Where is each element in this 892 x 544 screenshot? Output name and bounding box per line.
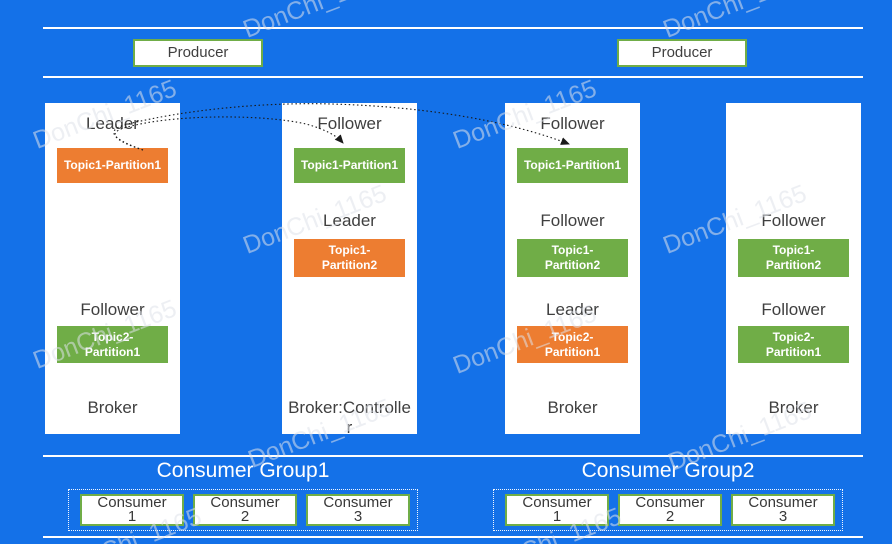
role-label: Follower <box>761 300 826 319</box>
partition-label-line: Topic1-Partition1 <box>300 158 399 172</box>
partition-label-line: Topic2- <box>91 329 134 344</box>
consumer-number: 1 <box>552 508 562 525</box>
consumer-box: Consumer 2 <box>618 494 722 526</box>
role-label: Leader <box>546 300 599 319</box>
partition-label-line: Topic1- <box>772 243 815 257</box>
role-label: Follower <box>540 114 605 133</box>
partition-box-topic1-partition1: Topic1-Partition1 <box>517 148 628 183</box>
consumer-label: Consumer <box>210 494 280 511</box>
producer-box-1: Producer <box>133 39 263 67</box>
watermark: DonChi_1165 <box>659 0 811 44</box>
role-label: Leader <box>86 114 139 133</box>
partition-label-line: Topic1-Partition1 <box>523 158 622 172</box>
consumer-group2-container: Consumer 1 Consumer 2 Consumer 3 <box>493 489 843 531</box>
partition-label-line: Topic1- <box>328 243 371 257</box>
consumer-label: Consumer <box>748 494 818 511</box>
divider-below-producers <box>43 76 863 78</box>
producer-box-2: Producer <box>617 39 747 67</box>
partition-box-topic2-partition1: Topic2- Partition1 <box>517 326 628 363</box>
partition-label-line: Partition2 <box>765 258 822 272</box>
divider-top <box>43 27 863 29</box>
partition-label-line: Partition1 <box>765 344 822 359</box>
partition-box-topic1-partition2: Topic1- Partition2 <box>294 239 405 277</box>
consumer-label: Consumer <box>522 494 592 511</box>
role-label: Follower <box>317 114 382 133</box>
broker-footer-label: Broker <box>87 398 138 417</box>
consumer-number: 3 <box>353 508 363 525</box>
consumer-box: Consumer 3 <box>306 494 410 526</box>
partition-box-topic2-partition1: Topic2- Partition1 <box>738 326 849 363</box>
partition-label-line: Partition1 <box>544 344 601 359</box>
broker-footer-label: Broker:Controller <box>288 398 411 437</box>
consumer-number: 1 <box>127 508 137 525</box>
consumer-box: Consumer 1 <box>80 494 184 526</box>
consumer-label: Consumer <box>323 494 393 511</box>
consumer-box: Consumer 1 <box>505 494 609 526</box>
role-label: Leader <box>323 211 376 230</box>
watermark: DonChi_1165 <box>239 0 391 44</box>
consumer-group2-title: Consumer Group2 <box>581 459 755 482</box>
consumer-box: Consumer 3 <box>731 494 835 526</box>
partition-label-line: Topic2- <box>551 329 594 344</box>
broker-2-controller: Follower Topic1-Partition1 Leader Topic1… <box>282 103 417 437</box>
consumer-label: Consumer <box>97 494 167 511</box>
consumer-number: 2 <box>665 508 675 525</box>
consumer-number: 3 <box>778 508 788 525</box>
role-label: Follower <box>540 211 605 230</box>
consumer-number: 2 <box>240 508 250 525</box>
divider-bottom <box>43 536 863 538</box>
consumer-box: Consumer 2 <box>193 494 297 526</box>
consumer-group1-title: Consumer Group1 <box>156 459 330 482</box>
partition-box-topic1-partition2: Topic1- Partition2 <box>517 239 628 277</box>
broker-footer-label: Broker <box>768 398 819 417</box>
partition-label-line: Topic2- <box>772 329 815 344</box>
partition-label-line: Partition1 <box>84 344 141 359</box>
broker-4: Follower Topic1- Partition2 Follower Top… <box>726 103 861 434</box>
partition-label-line: Partition2 <box>321 258 378 272</box>
partition-label-line: Topic1-Partition1 <box>63 158 162 172</box>
partition-label-line: Topic1- <box>551 243 594 257</box>
partition-box-topic1-partition1: Topic1-Partition1 <box>294 148 405 183</box>
partition-box-topic2-partition1: Topic2- Partition1 <box>57 326 168 363</box>
broker-1: Leader Topic1-Partition1 Follower Topic2… <box>45 103 180 434</box>
partition-box-topic1-partition2: Topic1- Partition2 <box>738 239 849 277</box>
broker-3: Follower Topic1-Partition1 Follower Topi… <box>505 103 640 434</box>
role-label: Follower <box>761 211 826 230</box>
partition-box-topic1-partition1: Topic1-Partition1 <box>57 148 168 183</box>
broker-footer-label: Broker <box>547 398 598 417</box>
divider-above-consumers <box>43 455 863 457</box>
consumer-group1-container: Consumer 1 Consumer 2 Consumer 3 <box>68 489 418 531</box>
role-label: Follower <box>80 300 145 319</box>
consumer-label: Consumer <box>635 494 705 511</box>
partition-label-line: Partition2 <box>544 258 601 272</box>
